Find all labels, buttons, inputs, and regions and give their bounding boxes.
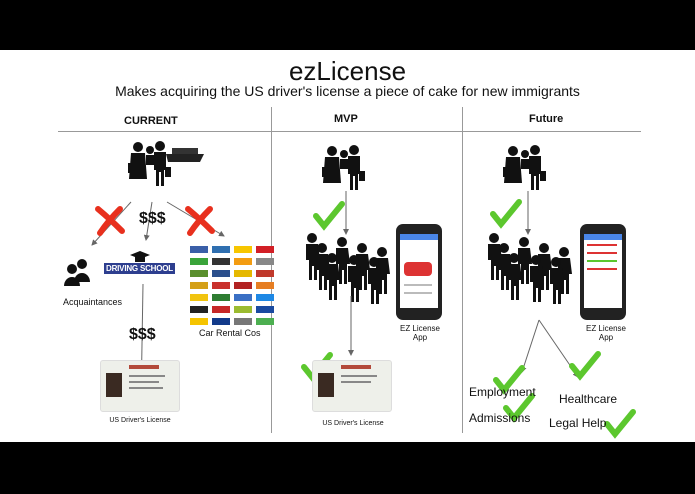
rental-company-logo	[212, 294, 230, 301]
rental-company-logo	[190, 282, 208, 289]
rental-company-logo	[234, 294, 252, 301]
graduation-cap-icon	[130, 251, 150, 262]
people-icon	[64, 259, 90, 286]
immigrant-family-icon	[322, 145, 365, 190]
slide-title: ezLicense	[288, 56, 407, 86]
rental-company-logo	[256, 258, 274, 265]
arrow-to-driving-school	[143, 201, 153, 241]
rental-company-logo	[190, 306, 208, 313]
header-future: Future	[529, 113, 564, 125]
check-icon	[316, 204, 342, 226]
rental-company-logo	[212, 306, 230, 313]
check-icon	[493, 202, 519, 224]
ship-icon	[166, 148, 204, 162]
car-rental-label: Car Rental Cos	[199, 328, 261, 338]
rental-company-logo	[256, 306, 274, 313]
healthcare-label: Healthcare	[559, 392, 618, 406]
car-image	[404, 262, 432, 276]
rental-company-logo	[190, 294, 208, 301]
rental-company-logo	[234, 282, 252, 289]
immigrant-family-icon	[128, 141, 171, 186]
immigrant-family-icon	[503, 145, 546, 190]
rental-company-logo	[256, 318, 274, 325]
drivers-license-image	[100, 360, 180, 412]
rental-company-logo	[212, 246, 230, 253]
rental-company-logo	[256, 282, 274, 289]
rental-company-logo	[234, 270, 252, 277]
diagram-graphics	[64, 141, 695, 442]
rental-company-logo	[256, 246, 274, 253]
check-icon	[607, 412, 633, 434]
legal-help-label: Legal Help	[549, 416, 607, 430]
cost-label: $$$	[139, 210, 166, 227]
slide-subtitle: Makes acquiring the US driver's license …	[115, 83, 580, 99]
admissions-label: Admissions	[469, 411, 531, 425]
rental-company-logo	[212, 258, 230, 265]
ez-license-app-phone	[580, 224, 626, 320]
header-divider	[58, 131, 641, 132]
column-divider-2	[462, 107, 463, 433]
rental-company-logo	[190, 258, 208, 265]
acquaintances-label: Acquaintances	[63, 297, 123, 307]
cost-label: $$$	[129, 326, 156, 343]
rental-company-logo	[256, 270, 274, 277]
drivers-license-image	[312, 360, 392, 412]
rental-company-logo	[234, 246, 252, 253]
rental-company-logo	[234, 258, 252, 265]
slide: ezLicense Makes acquiring the US driver'…	[0, 50, 695, 442]
rental-company-logo	[212, 282, 230, 289]
rental-company-logo	[190, 270, 208, 277]
rental-company-logo	[212, 318, 230, 325]
car-rental-logos	[190, 246, 274, 325]
employment-label: Employment	[469, 385, 536, 399]
header-mvp: MVP	[334, 113, 358, 125]
crowd-icon	[488, 233, 572, 304]
rental-company-logo	[190, 318, 208, 325]
check-icon	[572, 354, 598, 376]
rental-company-logo	[234, 318, 252, 325]
crowd-icon	[306, 233, 390, 304]
rental-company-logo	[190, 246, 208, 253]
cross-icon	[188, 209, 212, 233]
rental-company-logo	[212, 270, 230, 277]
rental-company-logo	[256, 294, 274, 301]
license-label: US Driver's License	[322, 420, 384, 427]
driving-school-logo: DRIVING SCHOOL	[104, 263, 175, 274]
ez-license-app-phone	[396, 224, 442, 320]
rental-company-logo	[234, 306, 252, 313]
header-current: CURRENT	[124, 115, 178, 127]
license-label: US Driver's License	[109, 417, 171, 424]
cross-icon	[98, 209, 122, 233]
arrow-to-employment	[520, 319, 540, 373]
